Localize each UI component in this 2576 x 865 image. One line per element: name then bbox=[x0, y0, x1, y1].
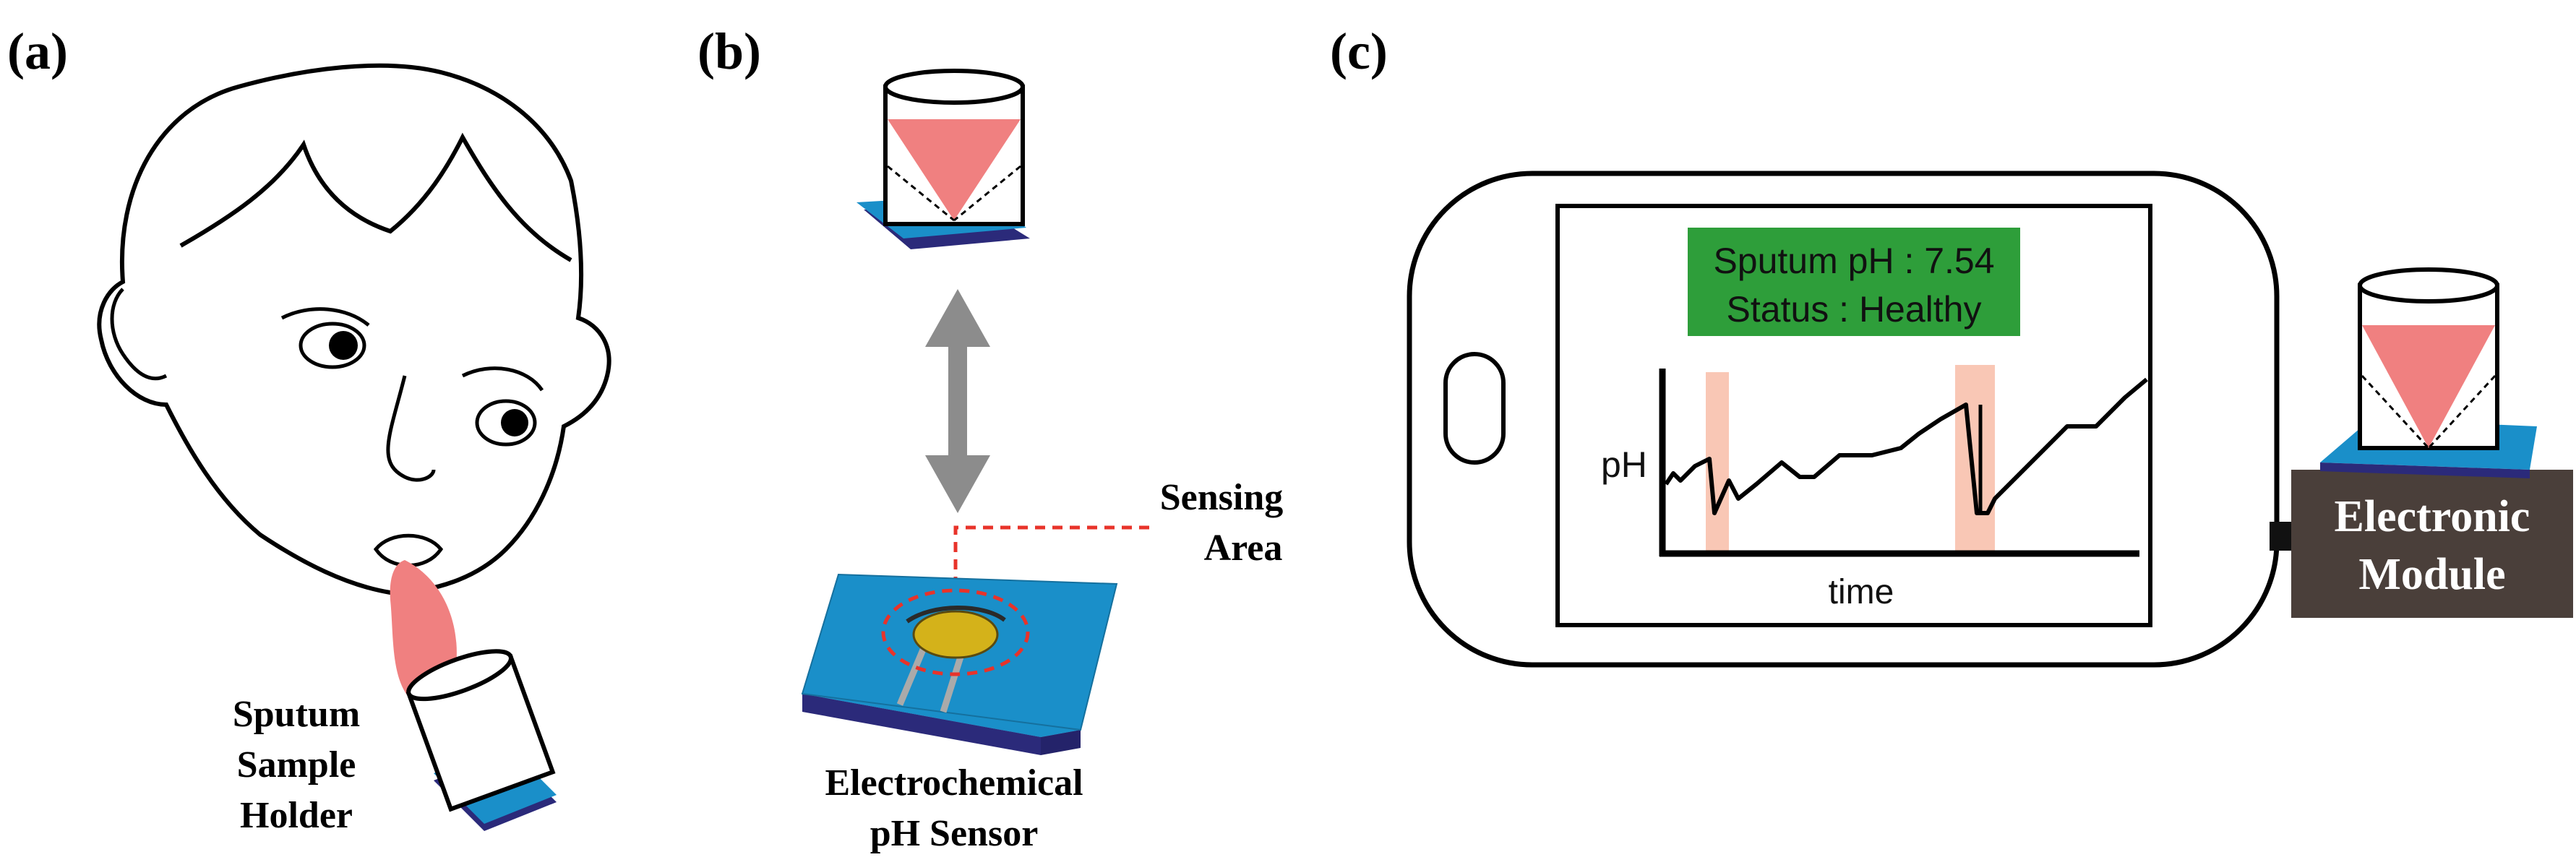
panel-b-label: (b) bbox=[697, 22, 761, 80]
panel-a: (a) Sputum Sample Holder bbox=[7, 22, 611, 836]
head-outline bbox=[97, 63, 611, 595]
hair-line bbox=[179, 132, 572, 262]
right-eyebrow bbox=[461, 366, 544, 392]
sensing-callout-line bbox=[953, 525, 1149, 578]
ph-trace bbox=[1664, 377, 2148, 515]
panel-b: (b) Sensing Area bbox=[697, 22, 1283, 854]
readout-status-text: Status : Healthy bbox=[1727, 289, 1982, 330]
double-arrow-icon bbox=[925, 289, 990, 513]
sensor-caption-2: pH Sensor bbox=[870, 813, 1039, 854]
module-label-2: Module bbox=[2358, 550, 2505, 599]
left-eyebrow bbox=[280, 307, 370, 327]
mouth bbox=[373, 533, 444, 567]
status-readout-box bbox=[1688, 228, 2020, 336]
holder-cup bbox=[405, 649, 556, 812]
sensing-electrode bbox=[912, 610, 999, 659]
module-sample-holder bbox=[2320, 267, 2537, 478]
ear bbox=[110, 288, 168, 381]
sensing-area-label-1: Sensing bbox=[1160, 477, 1284, 518]
holder-caption-3: Holder bbox=[240, 795, 353, 836]
sensing-area-label-2: Area bbox=[1204, 528, 1283, 569]
top-sample-holder bbox=[856, 69, 1030, 249]
holder-caption-2: Sample bbox=[237, 744, 356, 786]
readout-ph-text: Sputum pH : 7.54 bbox=[1713, 241, 1994, 281]
phone-connector bbox=[2270, 522, 2291, 551]
highlight-band-2 bbox=[1955, 365, 1995, 556]
sensor-caption-1: Electrochemical bbox=[825, 762, 1083, 804]
y-axis-label: pH bbox=[1601, 444, 1647, 485]
panel-a-label: (a) bbox=[7, 22, 68, 80]
nose bbox=[386, 375, 436, 482]
panel-c-label: (c) bbox=[1330, 22, 1388, 80]
x-axis-label: time bbox=[1829, 573, 1894, 611]
ph-sensor-chip bbox=[801, 573, 1118, 755]
holder-caption-1: Sputum bbox=[233, 694, 360, 735]
left-pupil bbox=[329, 331, 358, 360]
module-label-1: Electronic bbox=[2335, 492, 2530, 541]
electronic-module-box bbox=[2291, 470, 2573, 618]
ph-plot: pH time bbox=[1601, 365, 2148, 611]
sensing-area-circle bbox=[881, 588, 1030, 676]
panel-c: (c) Sputum pH : 7.54 Status : Healthy pH… bbox=[1330, 22, 2573, 668]
home-button-icon bbox=[1443, 352, 1506, 465]
right-pupil bbox=[501, 409, 528, 436]
